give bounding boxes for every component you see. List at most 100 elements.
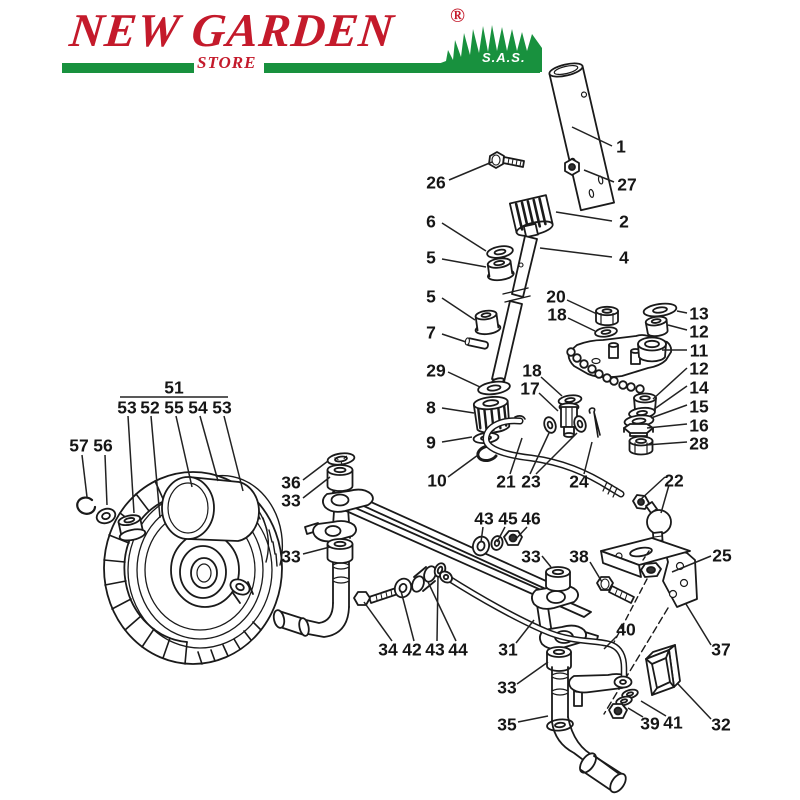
leader-line <box>436 576 439 642</box>
nut-39 <box>608 703 628 719</box>
support-plate-37 <box>662 545 698 608</box>
leader-line <box>302 476 331 499</box>
leader-line <box>223 415 244 492</box>
spindle-34 <box>272 553 350 638</box>
leader-line <box>302 546 331 555</box>
part-label-13: 13 <box>689 303 709 324</box>
wheel-hub <box>170 532 240 608</box>
leader-line <box>515 619 535 644</box>
leader-line <box>652 385 688 411</box>
bushing-5-upper <box>486 257 515 282</box>
part-label-9: 9 <box>426 432 436 453</box>
wheel-assembly <box>76 471 284 665</box>
part-label-27: 27 <box>617 174 637 195</box>
leader-line <box>541 555 552 568</box>
part-label-17: 17 <box>520 378 540 399</box>
part-label-14: 14 <box>689 377 709 398</box>
part-label-15: 15 <box>689 396 709 417</box>
part-label-4: 4 <box>619 247 629 268</box>
part-label-55: 55 <box>164 397 184 418</box>
leader-line <box>538 392 559 412</box>
axle-beam-31 <box>304 487 599 650</box>
leader-line <box>667 324 688 331</box>
part-label-33: 33 <box>521 546 541 567</box>
bushing-12-upper <box>644 315 669 338</box>
part-label-31: 31 <box>498 639 518 660</box>
leader-line <box>529 432 550 475</box>
nut-46 <box>503 530 523 546</box>
leader-line <box>427 581 457 642</box>
part-label-57: 57 <box>69 435 89 456</box>
leader-line <box>441 333 467 343</box>
leader-line <box>589 561 603 583</box>
bushing-5-lower <box>474 309 502 336</box>
washer-18-upper <box>594 326 618 338</box>
tire-tread <box>103 480 262 665</box>
leader-line <box>539 247 613 258</box>
part-label-34: 34 <box>378 639 398 660</box>
split-pin-24 <box>588 407 601 438</box>
part-label-8: 8 <box>426 397 436 418</box>
spindle-35 <box>546 666 627 794</box>
rubber-pad-32 <box>645 644 681 696</box>
washer-56 <box>95 507 117 525</box>
leader-line <box>175 415 193 488</box>
logo-bar-right <box>264 63 540 73</box>
leader-line <box>302 460 329 481</box>
part-label-29: 29 <box>426 360 446 381</box>
nut-16 <box>623 423 654 437</box>
leader-line <box>150 415 161 519</box>
nut-28 <box>628 435 654 456</box>
clamp-bracket-25 <box>600 537 691 578</box>
part-label-25: 25 <box>712 545 732 566</box>
store-text: STORE <box>197 53 257 72</box>
washer-43 <box>471 535 491 557</box>
part-label-7: 7 <box>426 322 436 343</box>
leader-line <box>652 367 688 400</box>
leader-line <box>441 258 487 268</box>
part-label-5: 5 <box>426 286 436 307</box>
part-label-2: 2 <box>619 211 629 232</box>
leader-line <box>583 441 593 475</box>
part-label-1: 1 <box>616 136 626 157</box>
leader-line <box>517 715 549 723</box>
leader-line <box>645 441 688 446</box>
leader-line <box>583 169 615 183</box>
part-label-33: 33 <box>281 546 301 567</box>
steering-column-tube <box>548 62 615 212</box>
bolt-26 <box>488 151 525 169</box>
part-label-35: 35 <box>497 714 517 735</box>
pin-7 <box>464 337 489 350</box>
part-label-12: 12 <box>689 321 709 342</box>
leader-line <box>660 484 670 514</box>
part-label-16: 16 <box>689 415 709 436</box>
part-label-10: 10 <box>427 470 447 491</box>
part-label-51: 51 <box>164 377 184 398</box>
leader-line <box>650 404 688 419</box>
part-label-40: 40 <box>616 619 636 640</box>
nut-27 <box>564 158 580 176</box>
part-label-26: 26 <box>426 172 446 193</box>
part-label-45: 45 <box>498 508 518 529</box>
part-label-53: 53 <box>212 397 232 418</box>
part-label-38: 38 <box>569 546 589 567</box>
leader-line <box>447 371 481 388</box>
leader-line <box>441 222 487 252</box>
part-label-18: 18 <box>547 304 567 325</box>
part-label-33: 33 <box>281 490 301 511</box>
assembly-dash-lines <box>603 550 669 715</box>
pivot-bolt-17 <box>557 394 583 438</box>
grass-icon <box>438 25 542 72</box>
part-label-42: 42 <box>402 639 422 660</box>
leader-line <box>363 601 393 642</box>
leader-line <box>448 161 493 181</box>
washer-45 <box>490 535 504 551</box>
part-label-41: 41 <box>663 712 683 733</box>
part-label-20: 20 <box>546 286 566 307</box>
leader-line <box>441 407 475 414</box>
leader-line <box>513 526 528 542</box>
leader-line <box>81 454 88 498</box>
leader-line <box>480 526 484 543</box>
